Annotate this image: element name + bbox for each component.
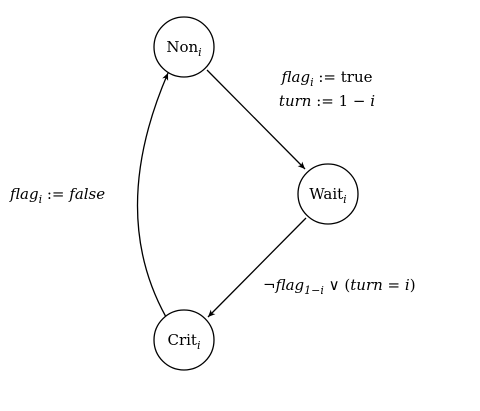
label-non-to-wait-line2: turn := 1 − i: [279, 92, 375, 110]
state-wait: Waiti: [297, 163, 359, 225]
state-crit-circle: [153, 309, 215, 371]
label-wait-to-crit: ¬flag1−i ∨ (turn = i): [263, 276, 416, 297]
edge-crit-to-non: [136, 72, 169, 318]
state-crit: Criti: [153, 309, 215, 371]
edge-non-to-wait: [206, 69, 306, 170]
state-wait-label: Waiti: [309, 185, 346, 206]
state-crit-label: Criti: [167, 331, 200, 352]
state-wait-circle: [297, 163, 359, 225]
label-crit-to-non: flagi := false: [9, 185, 105, 206]
label-non-to-wait-line1: flagi := true: [281, 68, 373, 89]
state-non-circle: [153, 16, 215, 78]
state-non: Noni: [153, 16, 215, 78]
label-non-to-wait: flagi := true turn := 1 − i: [279, 68, 375, 110]
edge-wait-to-crit: [207, 217, 307, 318]
state-non-label: Noni: [166, 38, 201, 59]
